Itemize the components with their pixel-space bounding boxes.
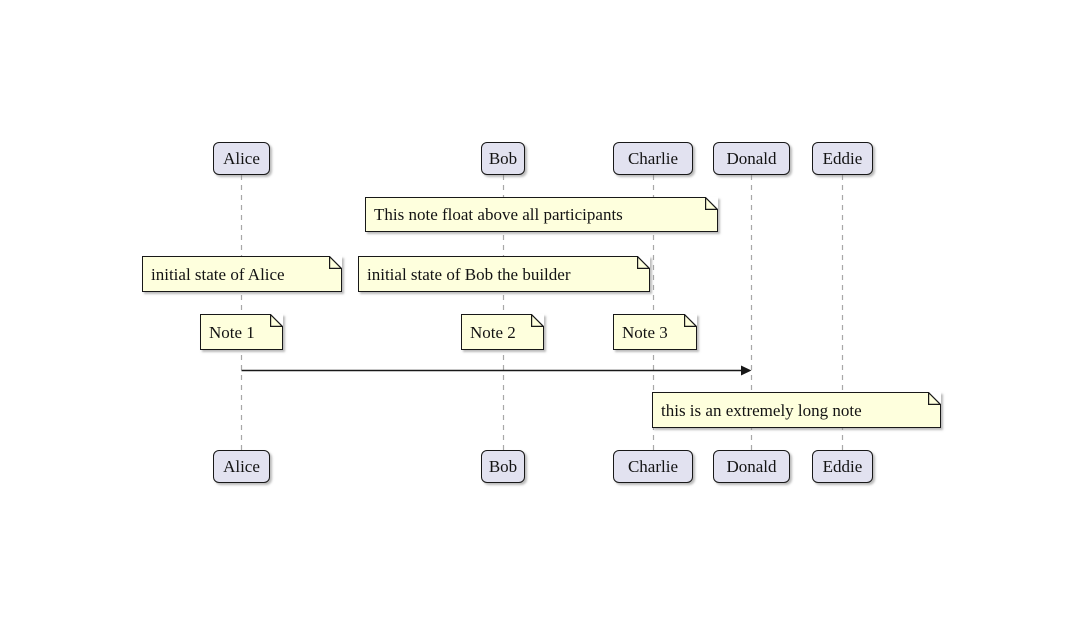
participant-label: Alice (223, 149, 260, 168)
note-3: Note 3 (613, 313, 698, 350)
arrowhead-icon (741, 365, 752, 376)
participant-bob-bottom: Bob (481, 450, 525, 483)
note-fold-corner-icon (684, 313, 698, 327)
note-floating-above-participants: This note float above all participants (365, 196, 719, 232)
participant-eddie-bottom: Eddie (812, 450, 873, 483)
note-fold-corner-icon (329, 255, 343, 269)
message-arrow-alice-to-donald (241, 365, 752, 376)
note-initial-state-bob: initial state of Bob the builder (358, 255, 651, 292)
note-text: Note 1 (209, 322, 255, 342)
participant-label: Eddie (822, 457, 863, 476)
note-extremely-long: this is an extremely long note (652, 391, 942, 428)
note-1: Note 1 (200, 313, 284, 350)
note-text: initial state of Bob the builder (367, 264, 571, 284)
participant-charlie-bottom: Charlie (613, 450, 693, 483)
note-initial-state-alice: initial state of Alice (142, 255, 343, 292)
note-2: Note 2 (461, 313, 545, 350)
participant-alice-top: Alice (213, 142, 270, 175)
participant-label: Charlie (627, 457, 679, 476)
note-fold-corner-icon (531, 313, 545, 327)
participant-label: Donald (726, 149, 777, 168)
participant-label: Donald (726, 457, 777, 476)
participant-donald-top: Donald (713, 142, 790, 175)
note-fold-corner-icon (637, 255, 651, 269)
participant-label: Charlie (627, 149, 679, 168)
note-text: Note 2 (470, 322, 516, 342)
participant-alice-bottom: Alice (213, 450, 270, 483)
participant-bob-top: Bob (481, 142, 525, 175)
participant-charlie-top: Charlie (613, 142, 693, 175)
note-text: Note 3 (622, 322, 668, 342)
note-fold-corner-icon (928, 391, 942, 405)
participant-label: Bob (488, 149, 518, 168)
note-text: This note float above all participants (374, 205, 623, 224)
note-fold-corner-icon (705, 196, 719, 210)
note-text: initial state of Alice (151, 264, 285, 284)
note-fold-corner-icon (270, 313, 284, 327)
participant-label: Alice (223, 457, 260, 476)
participant-donald-bottom: Donald (713, 450, 790, 483)
participant-label: Bob (488, 457, 518, 476)
participant-label: Eddie (822, 149, 863, 168)
participant-eddie-top: Eddie (812, 142, 873, 175)
note-text: this is an extremely long note (661, 400, 862, 420)
